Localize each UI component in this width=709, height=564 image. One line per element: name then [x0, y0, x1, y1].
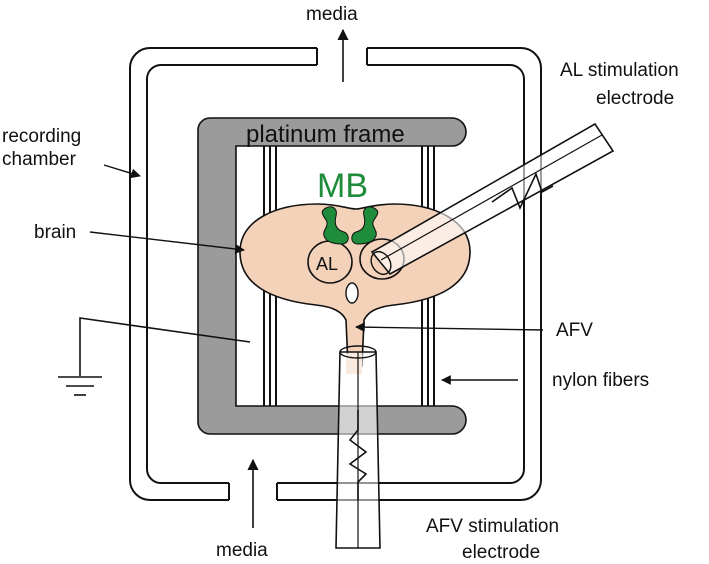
brain-label: brain — [34, 222, 76, 243]
recording-chamber-label-2: chamber — [2, 149, 77, 170]
mushroom-body-right — [351, 206, 379, 245]
media-inlet-top — [313, 28, 371, 82]
recording-chamber-label-1: recording — [2, 126, 81, 147]
al-label: AL — [316, 254, 338, 274]
leader-arrows — [89, 164, 544, 385]
ground-electrode — [58, 317, 251, 396]
afv-electrode-label-2: electrode — [462, 542, 540, 563]
mb-label: MB — [317, 167, 368, 205]
mushroom-body-left — [321, 206, 349, 245]
afv-label: AFV — [556, 320, 593, 341]
platinum-frame-label: platinum frame — [246, 121, 405, 148]
afv-electrode-label-1: AFV stimulation — [426, 516, 559, 537]
media-inlet-bottom — [225, 458, 281, 528]
al-electrode-label-2: electrode — [596, 88, 674, 109]
platinum-frame — [197, 117, 467, 435]
media-top-label: media — [306, 4, 358, 25]
nylon-fibers-label: nylon fibers — [552, 370, 649, 391]
al-electrode-label-1: AL stimulation — [560, 60, 679, 81]
median-foramen — [345, 282, 359, 304]
al-stimulation-electrode — [370, 122, 615, 276]
afv-stimulation-electrode — [335, 345, 381, 549]
media-bottom-label: media — [216, 540, 268, 561]
